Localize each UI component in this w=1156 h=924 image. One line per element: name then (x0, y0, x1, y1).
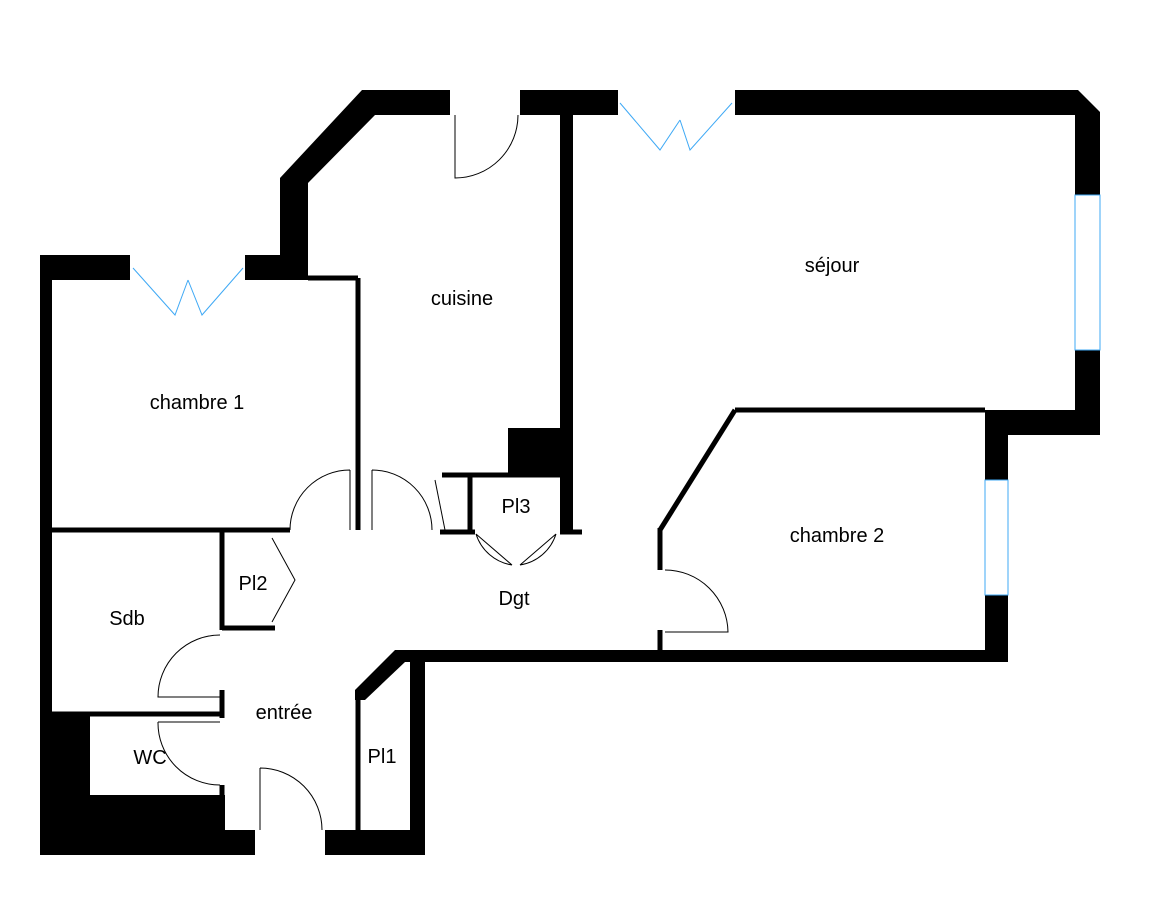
room-label-chambre-2: chambre 2 (790, 525, 885, 547)
room-label-wc: WC (133, 747, 166, 769)
room-label-pl2: Pl2 (239, 573, 268, 595)
room-label-sejour: séjour (805, 255, 860, 277)
room-label-sdb: Sdb (109, 608, 145, 630)
windows (132, 102, 1101, 596)
room-label-pl3: Pl3 (502, 496, 531, 518)
exterior-walls (40, 90, 1100, 855)
interior-walls (52, 275, 985, 830)
room-label-chambre-1: chambre 1 (150, 392, 245, 414)
doors (157, 114, 729, 831)
room-label-cuisine: cuisine (431, 288, 493, 310)
room-label-entree: entrée (256, 702, 313, 724)
room-label-pl1: Pl1 (368, 746, 397, 768)
room-labels: séjour cuisine chambre 1 chambre 2 Pl3 P… (109, 255, 884, 769)
room-label-dgt: Dgt (498, 588, 530, 610)
